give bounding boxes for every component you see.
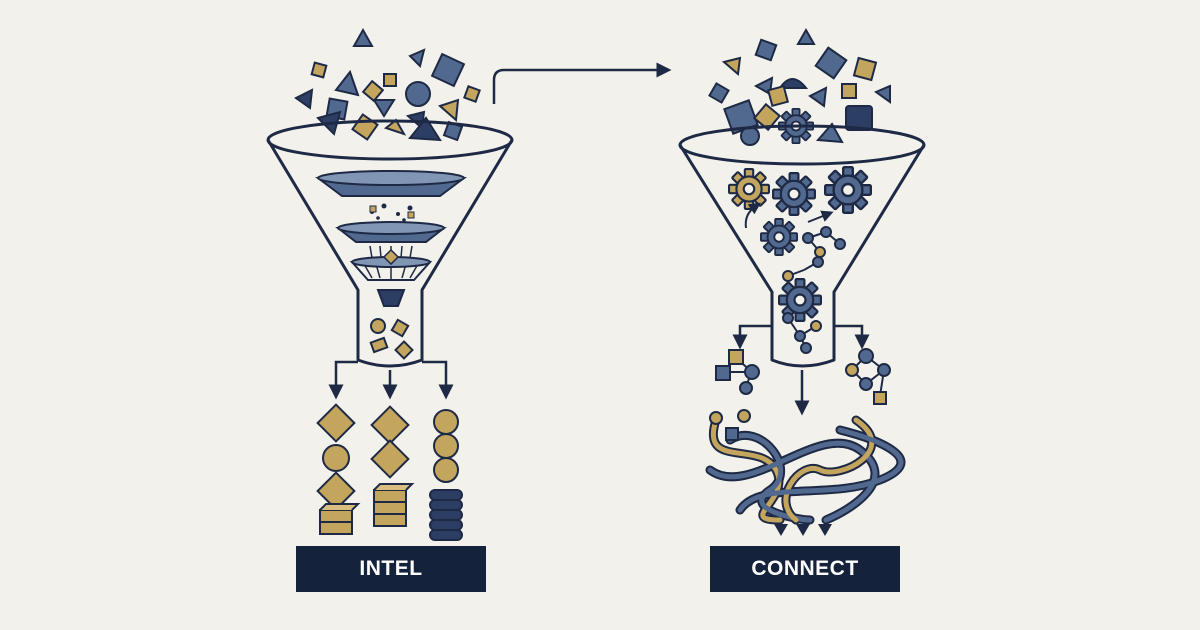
right-internal-gears	[728, 166, 872, 322]
right-funnel-body	[678, 124, 926, 368]
right-tangled-cables	[705, 409, 906, 525]
gear-icon	[728, 168, 770, 210]
left-output-arrows	[328, 360, 454, 400]
right-input-shapes	[708, 27, 891, 146]
left-neck-items	[369, 318, 414, 360]
left-funnel-body	[266, 119, 514, 368]
left-filter-stages	[315, 170, 467, 307]
gear-icon	[824, 166, 872, 214]
left-funnel	[266, 27, 514, 541]
right-internal-nodes	[744, 202, 846, 354]
right-cable-arrows	[774, 524, 832, 536]
transition-arrow	[492, 62, 672, 104]
left-output-stacks	[316, 403, 463, 541]
right-side-nodes	[715, 348, 891, 405]
right-funnel	[678, 27, 926, 536]
intel-label: INTEL	[296, 546, 486, 592]
connect-label: CONNECT	[710, 546, 900, 592]
gear-icon	[772, 172, 816, 216]
gear-icon	[760, 218, 798, 256]
right-output-arrows	[732, 324, 870, 416]
